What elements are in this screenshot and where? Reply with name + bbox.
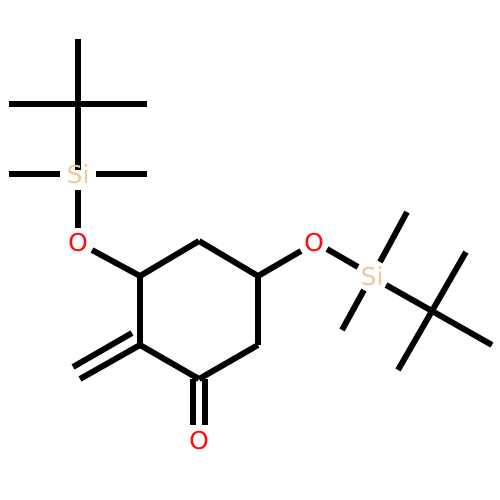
bond	[429, 250, 469, 313]
atom-label-layer: Si Si O O O	[67, 160, 384, 455]
bond	[325, 246, 360, 270]
silicon-atom-label: Si	[67, 160, 90, 189]
bond-layer	[9, 39, 494, 425]
bond	[197, 238, 260, 279]
bond	[339, 288, 367, 332]
bond	[256, 248, 303, 279]
carbonyl-oxygen-label: O	[189, 426, 209, 455]
bond	[395, 309, 435, 372]
bond	[430, 308, 494, 348]
bond	[138, 342, 201, 382]
bond	[138, 238, 201, 279]
bond	[384, 282, 434, 314]
silicon-atom-label: Si	[361, 262, 384, 291]
bond	[377, 210, 410, 264]
bond	[90, 247, 142, 279]
bond	[71, 330, 134, 370]
oxygen-atom-label: O	[304, 228, 324, 257]
bond	[78, 342, 142, 382]
bond	[197, 342, 260, 382]
oxygen-atom-label: O	[68, 228, 88, 257]
